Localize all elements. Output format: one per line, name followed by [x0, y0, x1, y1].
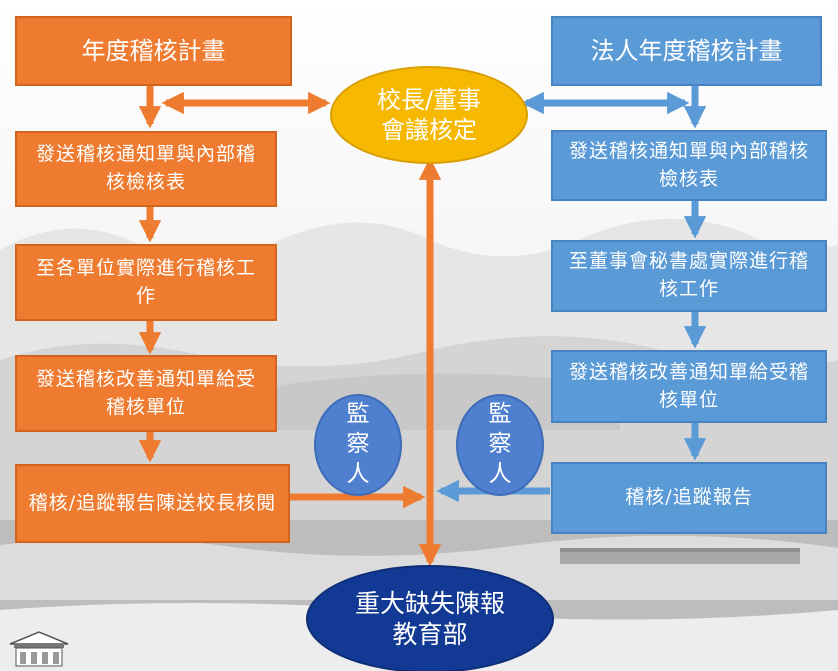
supervisor-left-label: 監察人	[346, 401, 370, 487]
right-step-1: 發送稽核通知單與內部稽核檢核表	[551, 130, 827, 201]
right-step-4: 稽核/追蹤報告	[551, 462, 827, 534]
report-label: 重大缺失陳報教育部	[354, 588, 505, 649]
left-flow-title: 年度稽核計畫	[15, 16, 292, 86]
left-step-2: 至各單位實際進行稽核工作	[15, 244, 277, 321]
supervisor-right-circle: 監察人	[456, 394, 544, 496]
approval-label: 校長/董事會議核定	[376, 86, 482, 144]
report-oval: 重大缺失陳報教育部	[306, 565, 554, 671]
supervisor-right-label: 監察人	[488, 401, 512, 487]
left-step-3: 發送稽核改善通知單給受稽核單位	[15, 355, 277, 432]
supervisor-left-circle: 監察人	[314, 394, 402, 496]
left-step-1: 發送稽核通知單與內部稽核檢核表	[15, 131, 277, 207]
right-step-3: 發送稽核改善通知單給受稽核單位	[551, 350, 827, 423]
approval-oval: 校長/董事會議核定	[330, 66, 528, 164]
right-step-2: 至董事會秘書處實際進行稽核工作	[551, 240, 827, 312]
building-logo	[9, 631, 69, 667]
right-flow-title: 法人年度稽核計畫	[551, 16, 822, 86]
left-step-4: 稽核/追蹤報告陳送校長核閱	[15, 464, 290, 543]
